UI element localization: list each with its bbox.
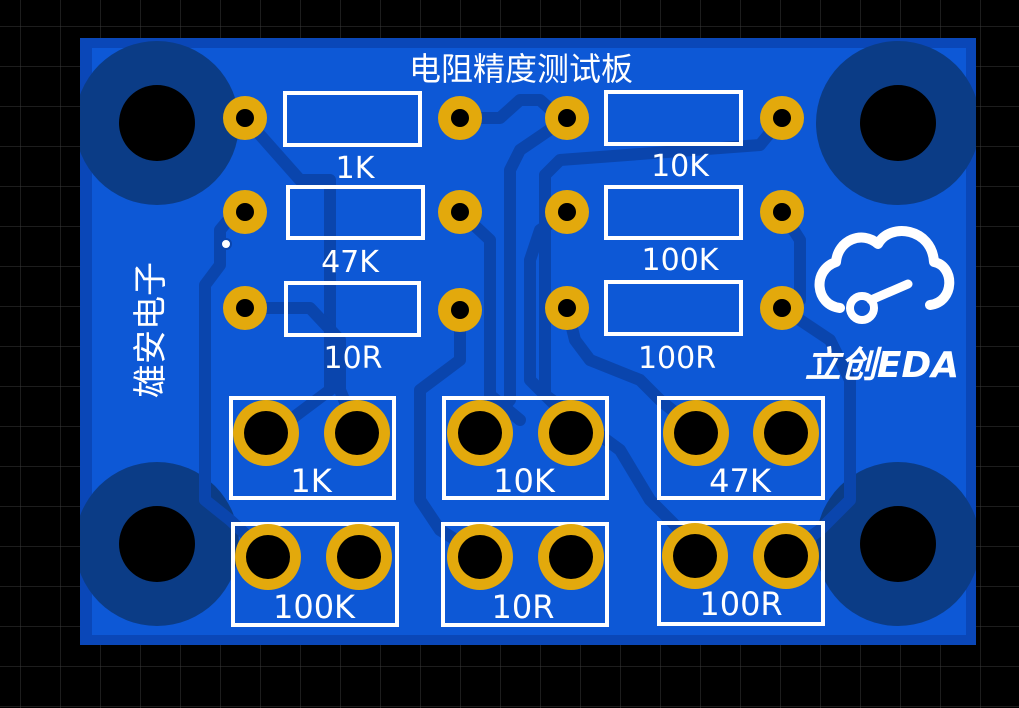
terminal-label: 10K (493, 462, 556, 500)
resistor-body-outline (284, 281, 421, 337)
terminal-t2: 10K (442, 396, 609, 500)
lceda-logo: 立创EDA (805, 226, 959, 386)
resistor-body-outline (286, 185, 425, 240)
terminal-t3: 47K (657, 396, 825, 500)
trace-mid-1 (454, 94, 566, 124)
terminal-t5: 10R (441, 522, 609, 627)
resistor-body-outline (283, 91, 422, 147)
terminal-outline (657, 521, 825, 626)
resistor-r3: 10R (223, 281, 482, 376)
terminal-t4: 100K (231, 522, 399, 627)
resistor-r6: 100R (545, 280, 804, 376)
mount-hole-top-left (80, 41, 239, 205)
resistor-r2: 47K (223, 185, 482, 280)
terminal-outline (442, 396, 609, 500)
trace-right-1 (539, 112, 788, 546)
trace-right-2 (561, 302, 706, 439)
terminal-t6: 100R (657, 521, 825, 626)
resistor-body-outline (604, 185, 743, 240)
resistor-body-outline (604, 90, 743, 146)
mount-hole-bottom-right (816, 462, 976, 626)
cloud-icon (814, 226, 955, 313)
resistor-r5: 100K (545, 185, 804, 278)
terminal-label: 47K (709, 462, 772, 500)
terminal-label: 10R (492, 588, 555, 626)
cloud-node-icon (846, 292, 878, 324)
trace-right-3 (776, 302, 856, 561)
terminal-label: 100R (699, 585, 782, 623)
terminal-label: 1K (290, 462, 332, 500)
resistor-label: 1K (336, 151, 376, 186)
resistor-label: 100K (642, 243, 720, 278)
trace-10r-b (414, 304, 486, 561)
terminal-outline (441, 522, 609, 627)
resistor-body-outline (604, 280, 743, 336)
resistor-r4: 10K (545, 90, 804, 184)
board-title: 电阻精度测试板 (409, 50, 633, 88)
terminal-label: 100K (273, 588, 356, 626)
terminal-t1: 1K (229, 396, 396, 500)
mount-hole-bottom-left (80, 462, 239, 626)
resistor-label: 47K (321, 245, 380, 280)
logo-text: 立创EDA (805, 345, 959, 386)
pcb-board: 电阻精度测试板 雄安电子 1K 47K 10R 10K (80, 38, 976, 645)
resistor-label: 100R (638, 341, 716, 376)
terminal-outline (657, 396, 825, 500)
side-label: 雄安电子 (131, 262, 171, 398)
resistor-label: 10R (323, 341, 382, 376)
terminal-outline (229, 396, 396, 500)
via (220, 238, 232, 250)
resistor-label: 10K (651, 149, 710, 184)
resistor-r1: 1K (223, 91, 482, 186)
terminal-outline (231, 522, 399, 627)
mount-hole-top-right (816, 41, 976, 205)
